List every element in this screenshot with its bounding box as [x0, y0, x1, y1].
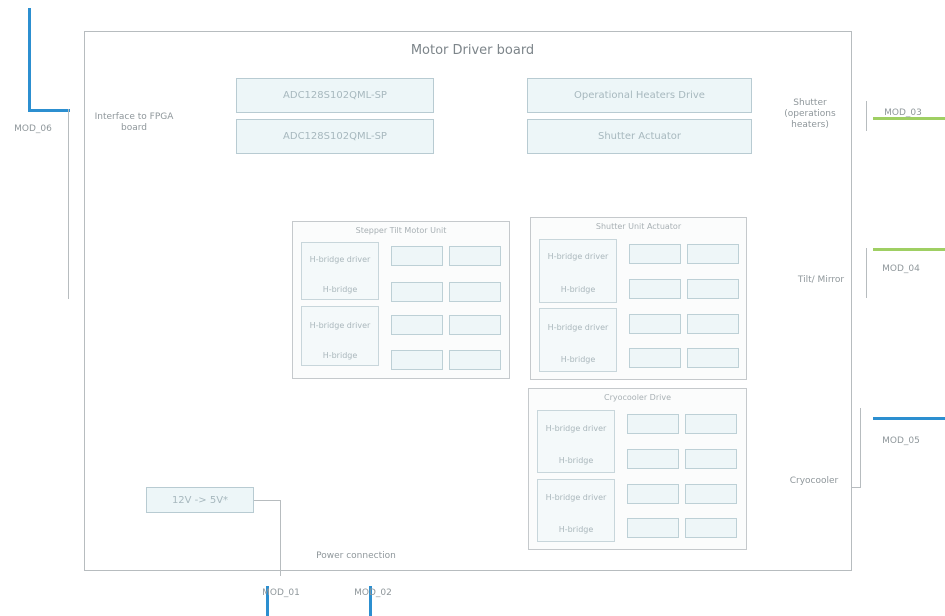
mod05-signal-stub	[851, 487, 861, 488]
shutter-cell	[687, 279, 739, 299]
stepper-unit-1-sub: H-bridge	[322, 285, 358, 294]
stepper-cell	[391, 350, 443, 370]
mod02-connector	[369, 586, 372, 616]
mod01-label: MOD_01	[262, 588, 300, 598]
stepper-unit-1-name: H-bridge driver	[309, 255, 371, 264]
cryocooler-cell	[685, 414, 737, 434]
shutter-panel-title: Shutter Unit Actuator	[595, 222, 682, 231]
mod03-signal-line	[866, 101, 867, 131]
operational-heaters-block: Operational Heaters Drive	[527, 78, 752, 113]
board-title: Motor Driver board	[410, 43, 535, 58]
shutter-cell	[629, 348, 681, 368]
stepper-cell	[449, 282, 501, 302]
stepper-unit-1: H-bridge driver H-bridge	[301, 242, 379, 300]
cryocooler-panel: Cryocooler Drive H-bridge driver H-bridg…	[528, 388, 747, 550]
shutter-unit-1: H-bridge driver H-bridge	[539, 239, 617, 303]
shutter-unit-1-name: H-bridge driver	[547, 252, 609, 261]
mod05-signal-line	[860, 408, 861, 488]
mod06-connector-horizontal	[28, 109, 70, 112]
mod05-label: MOD_05	[882, 436, 920, 446]
power-converter-block: 12V -> 5V*	[146, 487, 254, 513]
shutter-actuator-block: Shutter Actuator	[527, 119, 752, 154]
stepper-cell	[391, 315, 443, 335]
stepper-panel: Stepper Tilt Motor Unit H-bridge driver …	[292, 221, 510, 379]
adc-block-1: ADC128S102QML-SP	[236, 78, 434, 113]
mod05-connector	[873, 417, 945, 420]
power-line-vertical	[280, 500, 281, 576]
shutter-unit-2-name: H-bridge driver	[547, 323, 609, 332]
mod03-label: MOD_03	[884, 108, 922, 118]
stepper-unit-2: H-bridge driver H-bridge	[301, 306, 379, 366]
cryocooler-panel-title: Cryocooler Drive	[604, 393, 671, 402]
mod04-signal-line	[866, 248, 867, 298]
shutter-cell	[629, 244, 681, 264]
adc-block-2: ADC128S102QML-SP	[236, 119, 434, 154]
power-connection-label: Power connection	[316, 551, 396, 561]
mod02-label: MOD_02	[354, 588, 392, 598]
mod04-label: MOD_04	[882, 264, 920, 274]
mod01-connector	[266, 586, 269, 616]
shutter-cell	[687, 244, 739, 264]
cryocooler-unit-2: H-bridge driver H-bridge	[537, 479, 615, 542]
shutter-cell	[629, 314, 681, 334]
cryocooler-cell	[685, 484, 737, 504]
shutter-unit-2-sub: H-bridge	[560, 355, 596, 364]
motor-driver-board	[84, 31, 852, 571]
cryocooler-label: Cryocooler	[789, 476, 839, 486]
cryocooler-unit-1-name: H-bridge driver	[545, 424, 607, 433]
mod06-connector-vertical	[28, 8, 31, 112]
mod06-label: MOD_06	[14, 124, 52, 134]
cryocooler-cell	[685, 518, 737, 538]
stepper-panel-title: Stepper Tilt Motor Unit	[355, 226, 447, 235]
interface-fpga-label: Interface to FPGA board	[94, 112, 174, 133]
shutter-cell	[629, 279, 681, 299]
mod04-connector	[873, 248, 945, 251]
stepper-cell	[449, 315, 501, 335]
cryocooler-unit-1-sub: H-bridge	[558, 456, 594, 465]
tilt-label: Tilt/ Mirror	[797, 275, 845, 285]
shutter-unit-2: H-bridge driver H-bridge	[539, 308, 617, 372]
stepper-cell	[449, 246, 501, 266]
cryocooler-unit-2-sub: H-bridge	[558, 525, 594, 534]
cryocooler-cell	[627, 414, 679, 434]
shutter-cell	[687, 314, 739, 334]
cryocooler-cell	[685, 449, 737, 469]
stepper-unit-2-sub: H-bridge	[322, 351, 358, 360]
stepper-cell	[449, 350, 501, 370]
stepper-cell	[391, 246, 443, 266]
shutter-cell	[687, 348, 739, 368]
mod06-signal-line	[68, 109, 69, 299]
power-line-horizontal	[254, 500, 280, 501]
mod03-connector	[873, 117, 945, 120]
cryocooler-unit-1: H-bridge driver H-bridge	[537, 410, 615, 473]
cryocooler-unit-2-name: H-bridge driver	[545, 493, 607, 502]
cryocooler-cell	[627, 449, 679, 469]
shutter-label: Shutter (operations heaters)	[784, 98, 836, 130]
cryocooler-cell	[627, 484, 679, 504]
stepper-cell	[391, 282, 443, 302]
cryocooler-cell	[627, 518, 679, 538]
shutter-unit-1-sub: H-bridge	[560, 285, 596, 294]
stepper-unit-2-name: H-bridge driver	[309, 321, 371, 330]
shutter-panel: Shutter Unit Actuator H-bridge driver H-…	[530, 217, 747, 380]
